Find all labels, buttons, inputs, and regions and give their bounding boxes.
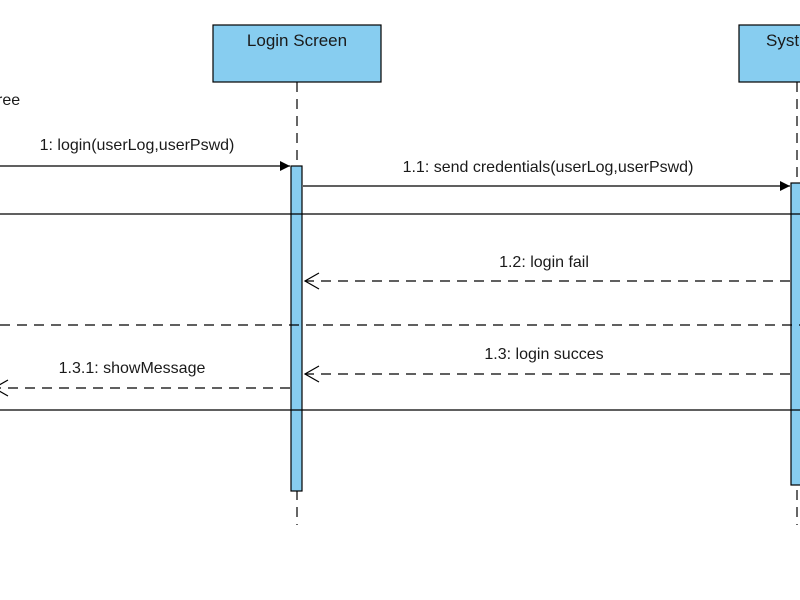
fragment-condition-text: ree [0, 92, 20, 109]
activation-bar-system [790, 182, 800, 486]
lifeline-login-screen-label: Login Screen [247, 31, 347, 50]
message-1-3-arrowhead [303, 365, 320, 383]
activation-bar-login-screen [290, 165, 303, 492]
message-1-1-label: 1.1: send credentials(userLog,userPswd) [403, 159, 694, 176]
lifeline-system-box[interactable] [738, 24, 800, 83]
message-1-3-1-label: 1.3.1: showMessage [59, 360, 206, 377]
message-1-2-label: 1.2: login fail [499, 254, 589, 271]
lifeline-system-label: Syst [766, 31, 799, 50]
message-1-3-1-arrowhead [0, 379, 9, 397]
message-1-2-arrowhead [303, 272, 320, 290]
message-1-3-label: 1.3: login succes [484, 346, 603, 363]
message-1-label: 1: login(userLog,userPswd) [40, 137, 235, 154]
lifeline-login-screen-box[interactable] [212, 24, 382, 83]
